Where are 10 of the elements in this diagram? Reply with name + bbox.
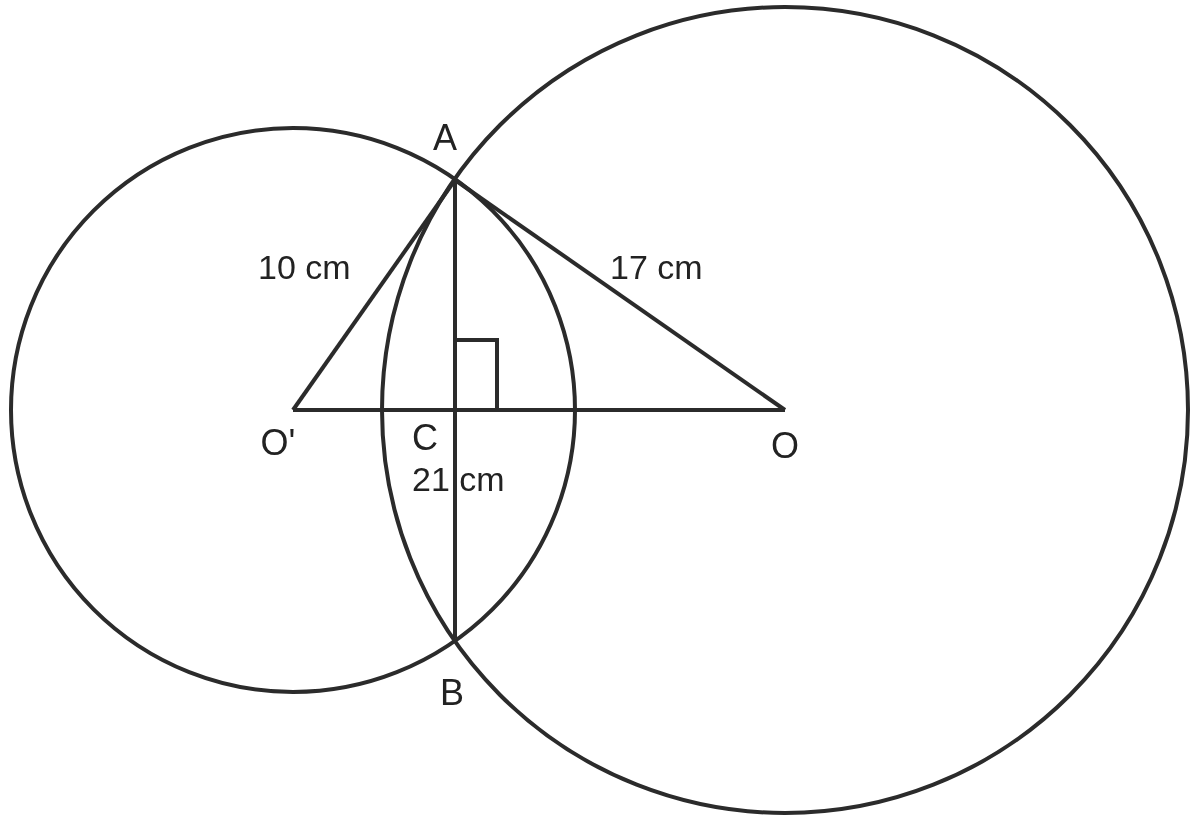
length-label: 10 cm xyxy=(258,250,351,284)
length-label: 21 cm xyxy=(412,462,505,496)
length-label: 17 cm xyxy=(610,250,703,284)
point-label: O' xyxy=(260,425,296,461)
point-label: B xyxy=(440,675,464,711)
point-label: A xyxy=(433,120,457,156)
line-segment xyxy=(293,408,785,412)
point-label: O xyxy=(771,428,799,464)
point-label: C xyxy=(412,420,438,456)
line-segment xyxy=(453,180,457,410)
